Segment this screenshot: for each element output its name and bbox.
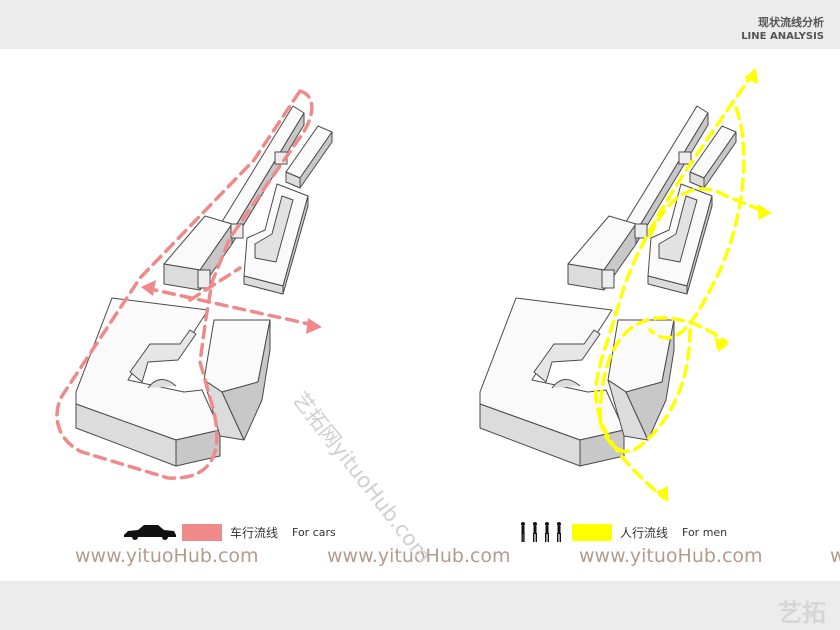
watermark-text: www.yituoHub.com: [75, 545, 259, 567]
footer-band: [0, 581, 840, 630]
watermark-text: w: [830, 545, 840, 567]
pedestrian-arrow-head-e: [758, 204, 772, 220]
pedestrian-arrow-head-se: [714, 337, 729, 352]
pedestrian-arrow-head-ne: [744, 68, 758, 84]
car-loop-route: [55, 88, 314, 480]
legend-pedestrians-en: For men: [682, 525, 728, 539]
pedestrian-main-route: [594, 70, 756, 500]
right-building-model: [479, 105, 737, 467]
page-title-en: LINE ANALYSIS: [741, 31, 824, 42]
legend-cars-cn: 车行流线: [230, 525, 279, 540]
header-band: [0, 0, 840, 49]
car-arrow-head-east: [306, 318, 322, 334]
car-icon: [124, 525, 176, 540]
legend-cars-en: For cars: [292, 525, 336, 539]
left-building-model: [75, 105, 333, 467]
car-route-swatch: [182, 523, 222, 541]
pedestrians-icon: [521, 522, 561, 542]
pedestrian-arrow-head-s: [656, 486, 668, 502]
legend-pedestrians-cn: 人行流线: [620, 525, 669, 540]
pedestrian-south-loop: [598, 316, 728, 454]
car-arrow-head-west: [141, 280, 156, 296]
legend-pedestrians: 人行流线 For men: [518, 520, 727, 544]
pedestrian-loop-upper: [648, 106, 746, 340]
watermark-text: www.yituoHub.com: [327, 545, 511, 567]
pedestrian-route-swatch: [572, 523, 612, 541]
car-crossing-branch: [188, 266, 242, 302]
legend-cars: 车行流线 For cars: [122, 520, 336, 544]
page-title-cn: 现状流线分析: [758, 16, 824, 29]
car-routes: [55, 88, 320, 480]
watermark-text: www.yituoHub.com: [579, 545, 763, 567]
car-crossing-route: [144, 286, 320, 328]
logo: 艺拓: [778, 599, 826, 627]
pedestrian-routes: [594, 70, 768, 500]
pedestrian-north-loop: [648, 187, 768, 238]
